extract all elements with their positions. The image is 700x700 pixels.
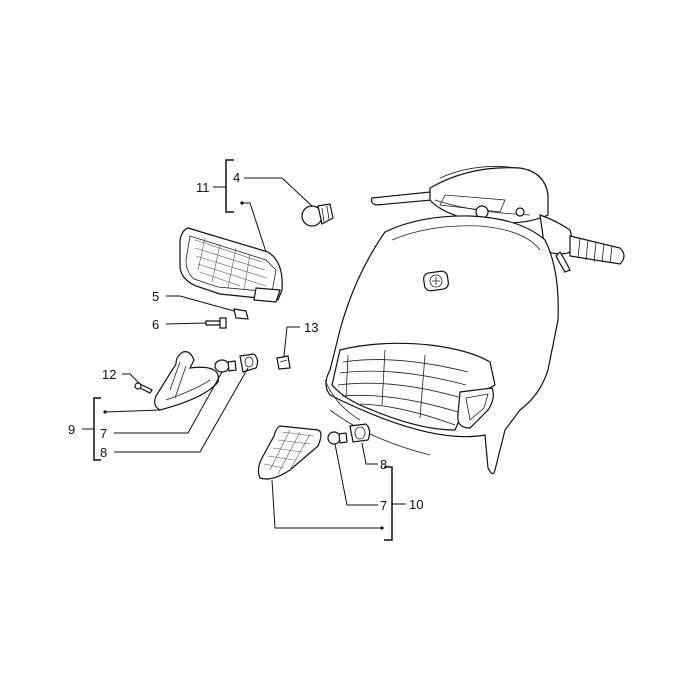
callout-8-right: 8 bbox=[380, 457, 387, 472]
callout-9: 9 bbox=[68, 422, 75, 437]
leader-lines bbox=[82, 159, 406, 541]
callout-11: 11 bbox=[196, 180, 210, 195]
right-socket-8 bbox=[349, 423, 371, 443]
bulb-4 bbox=[301, 203, 334, 227]
callout-7-right: 7 bbox=[380, 498, 387, 513]
callout-10: 10 bbox=[409, 497, 423, 512]
callout-7-left: 7 bbox=[100, 426, 107, 441]
callout-6: 6 bbox=[152, 317, 159, 332]
callout-8-left: 8 bbox=[100, 445, 107, 460]
callout-13: 13 bbox=[304, 320, 318, 335]
right-indicator-lens bbox=[257, 425, 322, 480]
front-shield bbox=[324, 166, 625, 475]
part-5 bbox=[233, 308, 249, 320]
callout-5: 5 bbox=[152, 289, 159, 304]
callout-4: 4 bbox=[233, 170, 240, 185]
clip-13 bbox=[276, 355, 291, 370]
tail-light bbox=[179, 227, 283, 303]
left-socket-8 bbox=[239, 353, 259, 373]
right-bulb-7 bbox=[327, 431, 348, 445]
screw-12 bbox=[134, 382, 153, 394]
screw-6 bbox=[205, 317, 227, 329]
left-bulb-7 bbox=[214, 359, 237, 373]
callout-12: 12 bbox=[102, 367, 116, 382]
left-indicator-lens bbox=[154, 351, 220, 411]
